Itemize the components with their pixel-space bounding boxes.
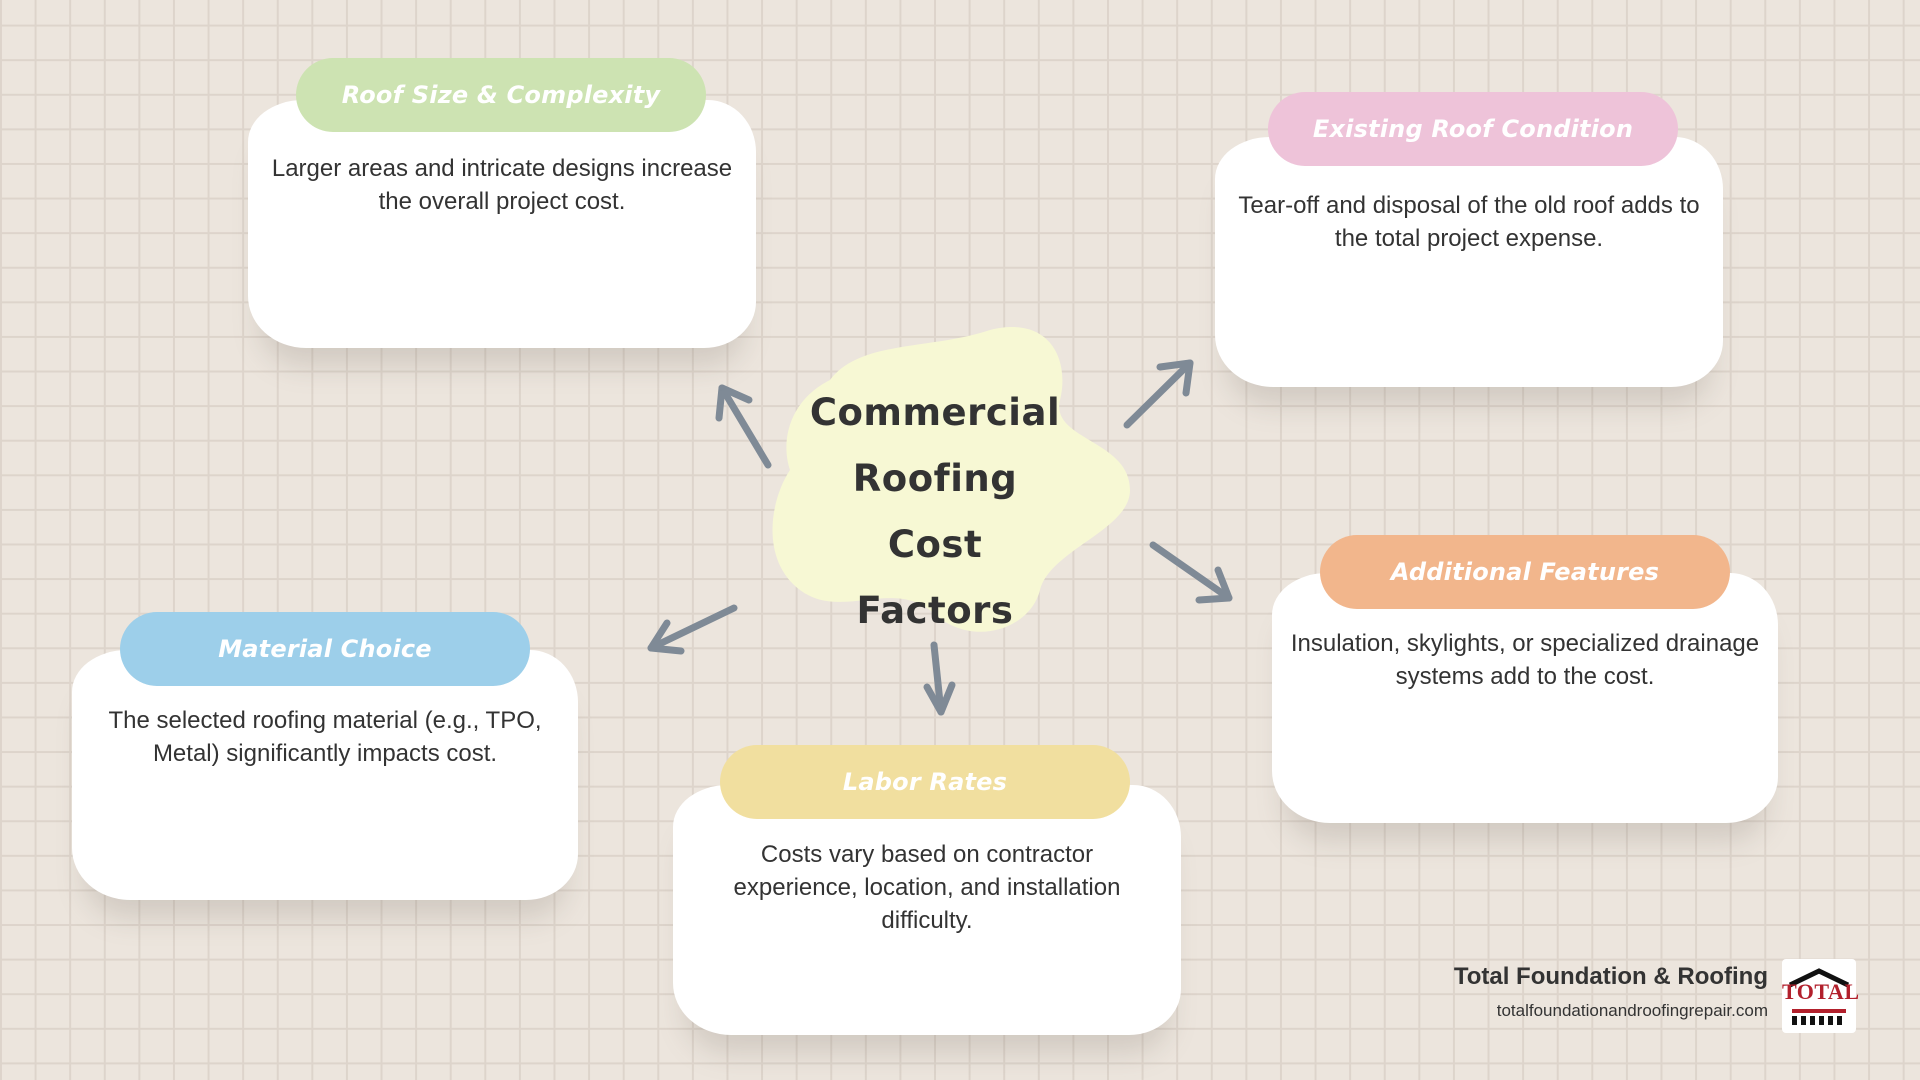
- brand-url: totalfoundationandroofingrepair.com: [1496, 1001, 1768, 1020]
- arrow-to-additional-features: [1149, 541, 1233, 604]
- arrow-to-existing-roof: [1123, 359, 1194, 429]
- roof-logo-icon: [1788, 968, 1850, 1025]
- factor-title-material-choice: Material Choice: [120, 612, 530, 686]
- brand-logo: TOTAL: [1782, 959, 1860, 1033]
- brand-block: Total Foundation & Roofing totalfoundati…: [1454, 962, 1768, 1026]
- center-title-line-2: Roofing Cost: [852, 457, 1018, 566]
- arrow-to-material-choice: [647, 604, 738, 655]
- factor-description: Insulation, skylights, or specialized dr…: [1290, 630, 1760, 690]
- factor-card-labor-rates: Costs vary based on contractor experienc…: [673, 785, 1181, 1035]
- factor-description: The selected roofing material (e.g., TPO…: [108, 707, 542, 767]
- factor-title-additional-features: Additional Features: [1320, 535, 1730, 609]
- factor-title-labor-rates: Labor Rates: [720, 745, 1130, 819]
- factor-description: Tear-off and disposal of the old roof ad…: [1238, 192, 1700, 252]
- factor-description: Larger areas and intricate designs incre…: [271, 155, 733, 215]
- arrow-to-roof-size: [715, 384, 772, 469]
- arrow-to-labor-rates: [923, 641, 956, 716]
- center-blob: [772, 327, 1130, 632]
- factor-title-existing-roof: Existing Roof Condition: [1268, 92, 1678, 166]
- center-title: Commercial Roofing Cost Factors: [800, 380, 1070, 644]
- factor-card-existing-roof: Tear-off and disposal of the old roof ad…: [1215, 137, 1723, 387]
- logo-wordmark: TOTAL: [1782, 979, 1860, 1004]
- center-title-line-3: Factors: [856, 589, 1014, 632]
- factor-description: Costs vary based on contractor experienc…: [733, 841, 1121, 934]
- factor-title-roof-size: Roof Size & Complexity: [296, 58, 706, 132]
- factor-card-material-choice: The selected roofing material (e.g., TPO…: [72, 650, 578, 900]
- center-title-line-1: Commercial: [809, 391, 1061, 434]
- factor-card-additional-features: Insulation, skylights, or specialized dr…: [1272, 573, 1778, 823]
- brand-name: Total Foundation & Roofing: [1453, 963, 1768, 990]
- factor-card-roof-size: Larger areas and intricate designs incre…: [248, 100, 756, 348]
